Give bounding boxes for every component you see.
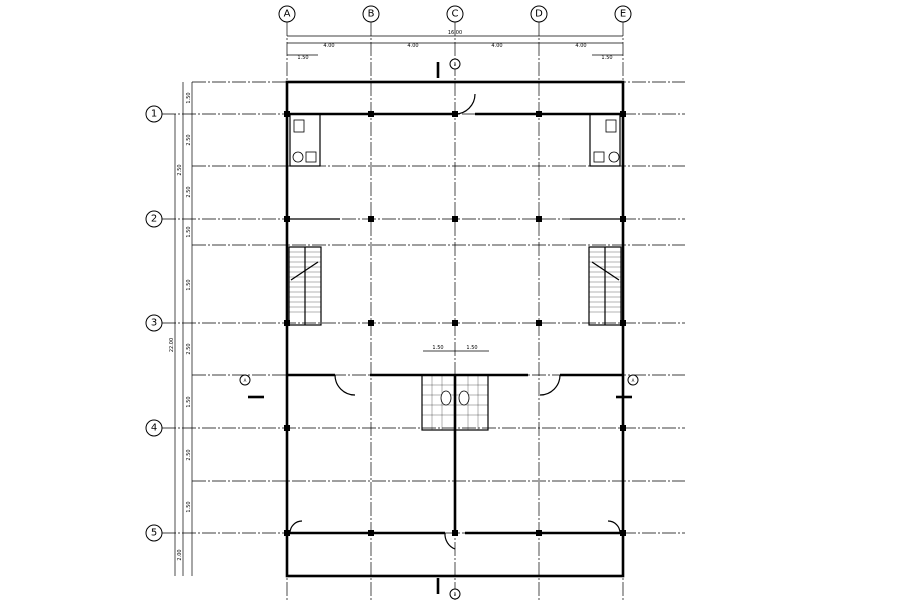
svg-text:E: E — [620, 9, 626, 20]
section-marker-bottom: B — [436, 578, 461, 600]
bay-label-3: 4.00 — [491, 43, 502, 49]
column-bubble-e: E — [614, 5, 632, 23]
svg-text:1: 1 — [151, 109, 157, 120]
svg-text:2.50: 2.50 — [186, 186, 192, 197]
svg-text:2.50: 2.50 — [186, 134, 192, 145]
svg-text:1.50: 1.50 — [186, 396, 192, 407]
column-bubble-c: C — [446, 5, 464, 23]
section-marker-left: A — [239, 374, 264, 399]
svg-text:D: D — [535, 9, 543, 20]
row-bubble-4: 4 — [145, 419, 163, 437]
section-marker-top: B — [436, 58, 461, 78]
column-bubbles: A B C D E — [278, 5, 632, 23]
svg-text:2: 2 — [151, 214, 157, 225]
toilet-block-center — [421, 374, 489, 431]
left-offset-label: 1.50 — [297, 55, 308, 61]
column-bubble-b: B — [362, 5, 380, 23]
svg-text:2.00: 2.00 — [177, 549, 183, 560]
row-bubble-1: 1 — [145, 105, 163, 123]
svg-text:C: C — [452, 9, 459, 20]
svg-text:3: 3 — [151, 318, 157, 329]
svg-text:1.50: 1.50 — [466, 345, 477, 351]
svg-text:B: B — [368, 9, 375, 20]
svg-text:1.50: 1.50 — [186, 279, 192, 290]
structural-columns — [284, 111, 626, 536]
overall-height-label: 22.00 — [169, 338, 175, 352]
svg-text:2.50: 2.50 — [186, 343, 192, 354]
svg-text:A: A — [244, 378, 247, 383]
svg-text:4: 4 — [151, 423, 157, 434]
center-dimensions: 1.50 1.50 — [423, 345, 489, 352]
svg-text:B: B — [454, 592, 457, 597]
row-bubble-5: 5 — [145, 524, 163, 542]
svg-text:B: B — [454, 62, 457, 67]
column-bubble-a: A — [278, 5, 296, 23]
column-bubble-d: D — [530, 5, 548, 23]
svg-text:2.50: 2.50 — [186, 449, 192, 460]
section-marker-right: A — [616, 374, 639, 399]
right-offset-label: 1.50 — [601, 55, 612, 61]
doors — [289, 93, 621, 550]
stair-left — [288, 246, 322, 326]
toilet-block-right — [589, 113, 621, 167]
overall-width-label: 16.00 — [448, 30, 462, 36]
stair-right — [588, 246, 622, 326]
section-markers: B B A A — [239, 58, 639, 600]
toilet-block-left — [289, 113, 321, 167]
svg-text:1.50: 1.50 — [186, 226, 192, 237]
horizontal-grid-lines — [162, 81, 685, 534]
bay-label-1: 4.00 — [323, 43, 334, 49]
bay-label-2: 4.00 — [407, 43, 418, 49]
svg-text:1.50: 1.50 — [186, 501, 192, 512]
svg-text:1.50: 1.50 — [186, 92, 192, 103]
row-bubble-3: 3 — [145, 314, 163, 332]
top-dimensions: 16.00 4.00 4.00 4.00 4.00 1.50 1.50 — [287, 30, 623, 61]
left-dimensions: 22.00 1.50 2.50 2.50 1.50 1.50 2.50 1.50… — [169, 82, 193, 576]
bay-label-4: 4.00 — [575, 43, 586, 49]
row-bubble-2: 2 — [145, 210, 163, 228]
svg-text:A: A — [284, 9, 291, 20]
row-bubbles: 1 2 3 4 5 — [145, 105, 163, 542]
svg-text:2.50: 2.50 — [177, 164, 183, 175]
svg-text:5: 5 — [151, 528, 157, 539]
svg-text:1.50: 1.50 — [432, 345, 443, 351]
svg-text:A: A — [632, 378, 635, 383]
